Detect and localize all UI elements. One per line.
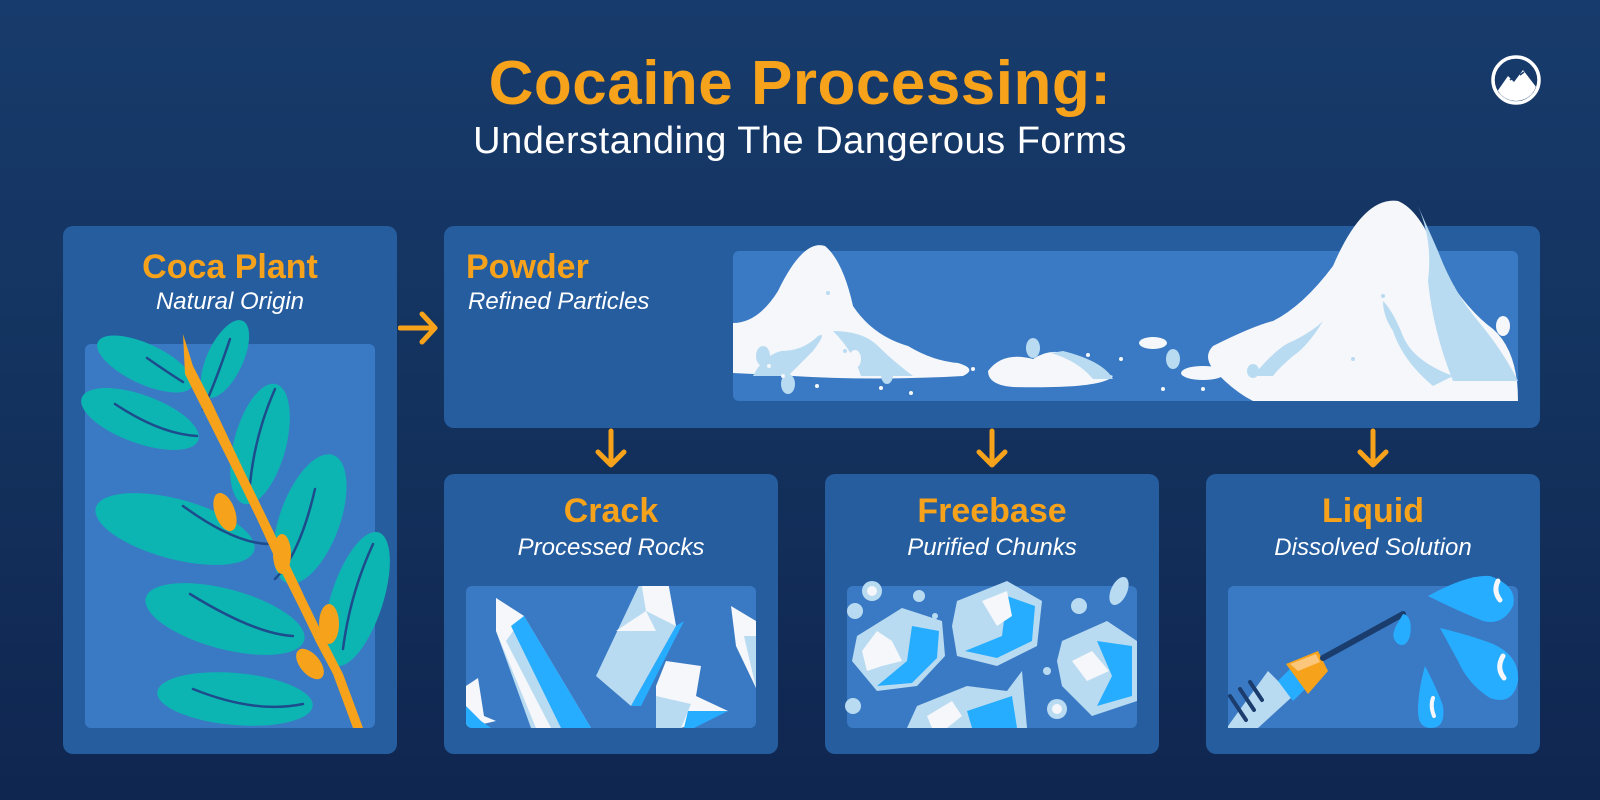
crack-title: Crack	[563, 492, 659, 530]
crack-subtitle: Processed Rocks	[517, 534, 705, 561]
liquid-title: Liquid	[1322, 492, 1424, 530]
powder-piles-icon	[733, 200, 1518, 401]
arrow-down-liquid-icon	[1352, 428, 1394, 470]
page-subtitle: Understanding The Dangerous Forms	[473, 120, 1127, 162]
powder-card: Powder Refined Particles	[444, 200, 1540, 428]
coca-plant-subtitle: Natural Origin	[155, 288, 305, 315]
crystal-rocks-icon	[466, 586, 756, 728]
purified-chunks-icon	[845, 576, 1137, 728]
arrow-down-freebase-icon	[971, 428, 1013, 470]
powder-title: Powder	[466, 248, 589, 286]
liquid-panel	[1228, 575, 1519, 728]
coca-plant-card: Coca Plant Natural Origin	[63, 226, 397, 754]
freebase-card: Freebase Purified Chunks	[825, 474, 1159, 754]
mountain-logo-icon	[1490, 54, 1542, 106]
freebase-panel	[845, 576, 1137, 728]
liquid-card: Liquid Dissolved Solution	[1206, 474, 1540, 754]
crack-card: Crack Processed Rocks	[444, 474, 778, 754]
coca-leaf-branch-icon	[81, 320, 390, 728]
crack-panel	[466, 586, 756, 728]
coca-plant-title: Coca Plant	[142, 248, 318, 286]
syringe-droplets-icon	[1228, 575, 1519, 728]
page-title: Cocaine Processing:	[488, 49, 1112, 118]
powder-subtitle: Refined Particles	[468, 288, 650, 315]
coca-plant-panel	[81, 320, 390, 728]
powder-panel	[733, 200, 1518, 401]
liquid-subtitle: Dissolved Solution	[1274, 534, 1472, 561]
arrow-down-crack-icon	[590, 428, 632, 470]
arrow-right-icon	[398, 308, 440, 348]
freebase-title: Freebase	[917, 492, 1067, 530]
freebase-subtitle: Purified Chunks	[907, 534, 1077, 561]
